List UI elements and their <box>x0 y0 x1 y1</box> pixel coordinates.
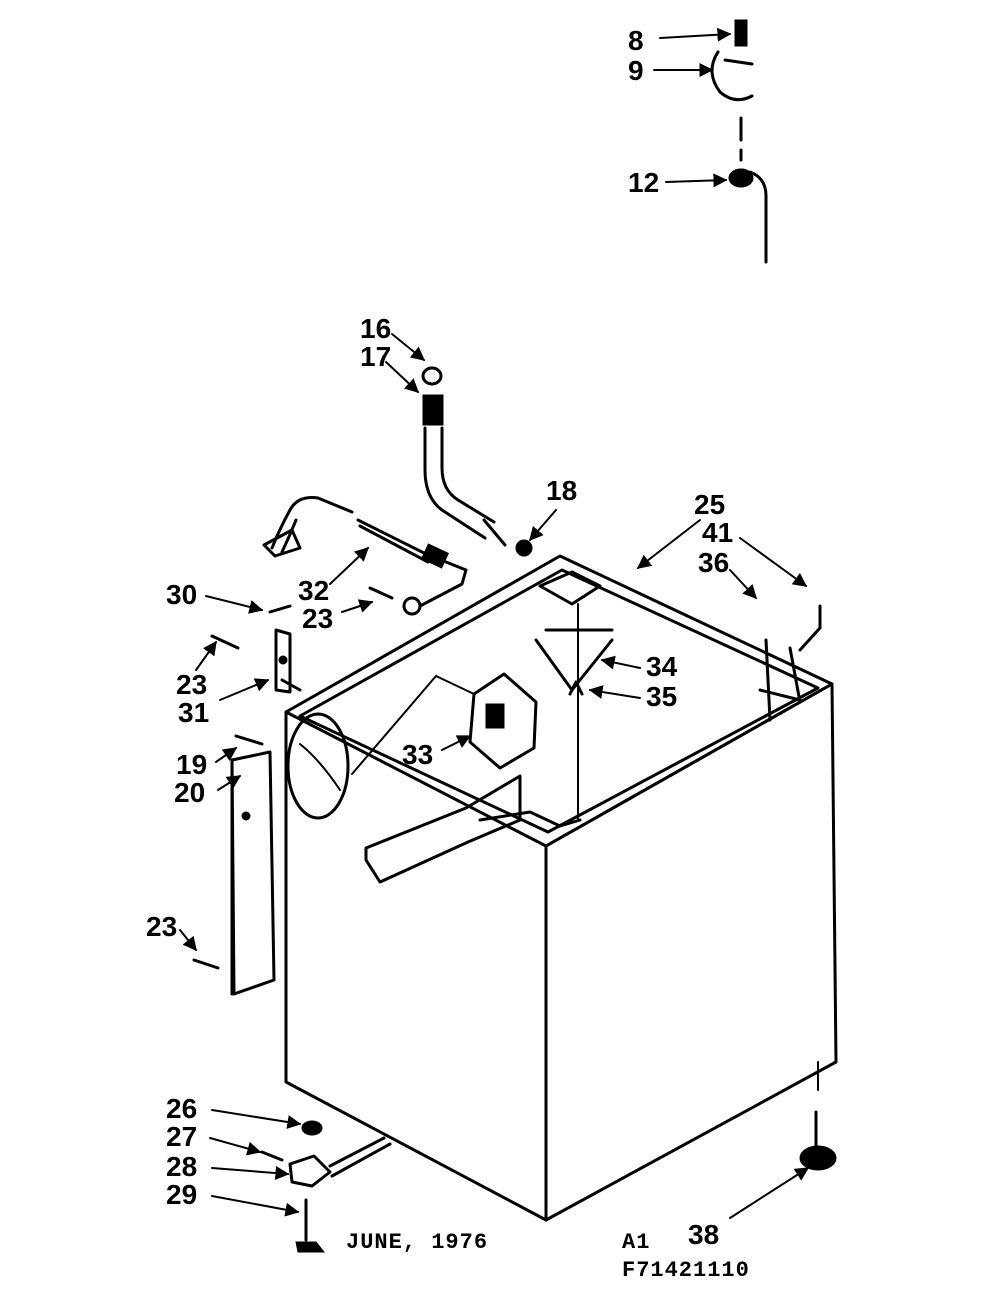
hose-cap-16 <box>421 366 443 386</box>
bracket-31 <box>274 628 302 694</box>
leveling-foot-38 <box>799 1061 837 1171</box>
screw-23-lower <box>192 958 220 970</box>
callout-23-upper: 23 <box>302 603 333 634</box>
bolt-29 <box>295 1198 326 1253</box>
callout-25: 25 <box>694 489 725 520</box>
switch-33 <box>351 672 538 775</box>
callout-33: 33 <box>402 739 433 770</box>
clip-35 <box>568 680 584 696</box>
footer-date: JUNE, 1976 <box>346 1230 488 1255</box>
callout-30: 30 <box>166 579 197 610</box>
callout-31: 31 <box>178 697 209 728</box>
callout-labels: 8 9 12 16 17 18 25 41 36 30 32 23 23 31 … <box>146 25 733 1250</box>
callout-18: 18 <box>546 475 577 506</box>
screw-19 <box>234 734 264 746</box>
screw-23-left <box>210 634 240 650</box>
callout-36: 36 <box>698 547 729 578</box>
callout-41: 41 <box>702 517 733 548</box>
cabinet-25 <box>284 554 838 1222</box>
callout-12: 12 <box>628 167 659 198</box>
clamp-9 <box>710 50 754 102</box>
inlet-tube <box>262 496 354 558</box>
callout-26: 26 <box>166 1093 197 1124</box>
callout-19: 19 <box>176 749 207 780</box>
screw-23-upper <box>368 586 422 616</box>
callout-35: 35 <box>646 681 677 712</box>
callout-23-left: 23 <box>176 669 207 700</box>
callout-28: 28 <box>166 1151 197 1182</box>
footer-code: F71421110 <box>622 1258 750 1283</box>
screw-8 <box>734 19 748 47</box>
callout-9: 9 <box>628 55 644 86</box>
spring-34 <box>534 628 614 692</box>
callout-32: 32 <box>298 575 329 606</box>
callout-29: 29 <box>166 1179 197 1210</box>
callout-34: 34 <box>646 651 678 682</box>
washer-26 <box>301 1120 323 1136</box>
callout-20: 20 <box>174 777 205 808</box>
footer-sheet: A1 <box>622 1230 650 1255</box>
callout-17: 17 <box>360 341 391 372</box>
valve-32 <box>356 518 468 608</box>
pin-27 <box>260 1150 284 1162</box>
panel-20 <box>230 750 276 996</box>
grommet-12 <box>728 168 768 264</box>
nut-18 <box>515 539 533 557</box>
callout-27: 27 <box>166 1121 197 1152</box>
callout-8: 8 <box>628 25 644 56</box>
leader-lines <box>179 27 810 1219</box>
callout-16: 16 <box>360 313 391 344</box>
clip-30 <box>268 604 292 614</box>
callout-23-lower: 23 <box>146 911 177 942</box>
hose-17 <box>422 394 507 547</box>
footer: JUNE, 1976 A1 F71421110 <box>346 1230 750 1283</box>
leg-28 <box>288 1136 392 1188</box>
callout-38: 38 <box>688 1219 719 1250</box>
